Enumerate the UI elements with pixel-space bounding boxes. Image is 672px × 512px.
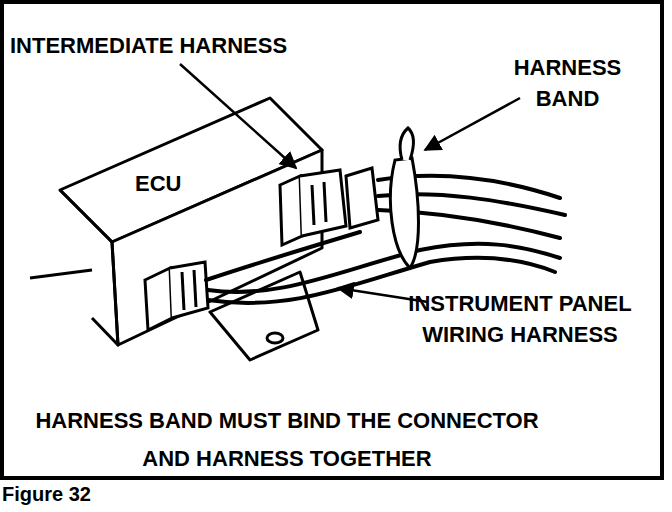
note-text: HARNESS BAND MUST BIND THE CONNECTOR AND…	[32, 402, 542, 478]
figure-frame	[2, 2, 662, 478]
leader-line	[180, 64, 520, 302]
part-label: ECU	[135, 168, 205, 199]
part-label: INTERMEDIATE HARNESS	[10, 30, 370, 61]
harness-band	[390, 128, 418, 268]
figure-caption: Figure 32	[2, 482, 91, 506]
wiring-harness	[206, 176, 565, 303]
intermediate-connector	[280, 168, 378, 245]
ecu-connector	[145, 262, 208, 330]
part-label: INSTRUMENT PANEL WIRING HARNESS	[395, 288, 645, 350]
ecu-unit	[30, 98, 322, 360]
part-label: HARNESS BAND	[505, 52, 630, 114]
